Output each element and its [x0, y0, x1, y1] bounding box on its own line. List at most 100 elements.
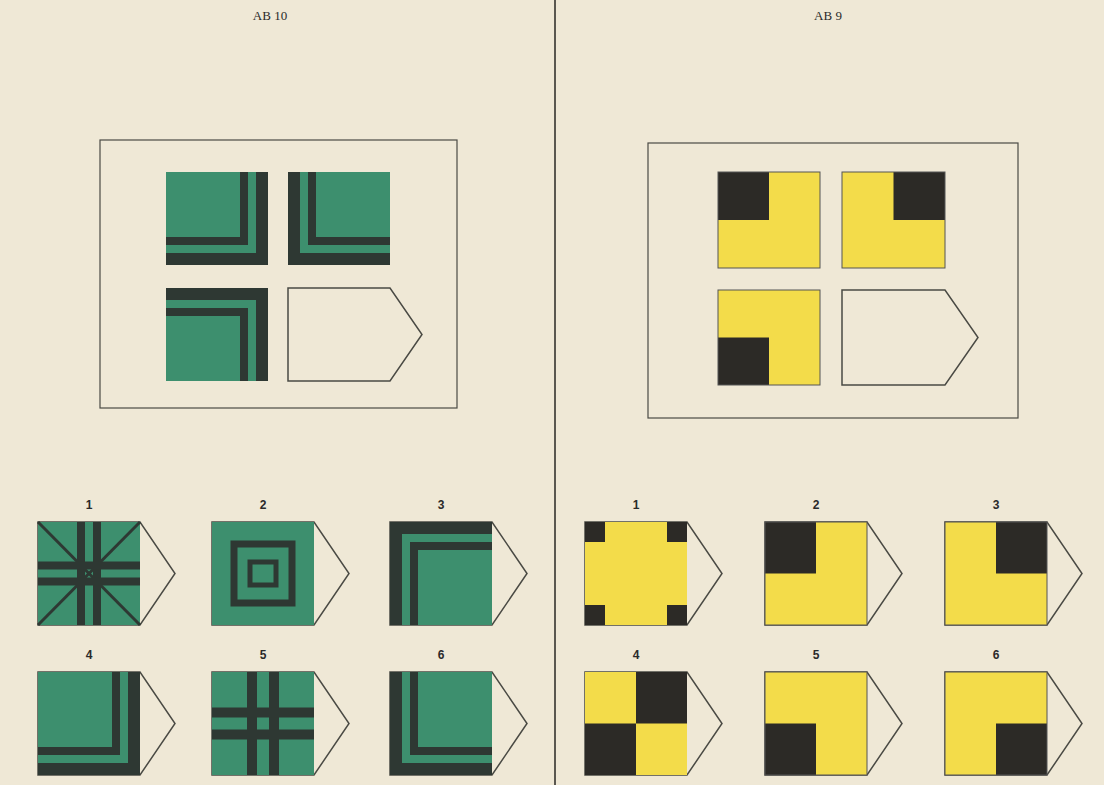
green-square: [166, 288, 268, 381]
option-number: 1: [38, 498, 140, 512]
answer-option: 6: [945, 672, 1082, 775]
answer-option: 2: [212, 522, 349, 625]
pattern-part: [38, 747, 120, 755]
corner-block: [894, 172, 946, 220]
answer-option: 4: [38, 672, 175, 775]
corner-bands: [288, 172, 390, 265]
yellow-square: [842, 172, 945, 268]
tile-border: [765, 522, 867, 625]
pattern-part: [240, 172, 248, 245]
option-number: 5: [212, 648, 314, 662]
answer-slot: [390, 672, 527, 775]
corner-block: [996, 724, 1047, 776]
pattern-part: [166, 237, 248, 245]
answer-option: 6: [390, 672, 527, 775]
pattern-part: [667, 522, 687, 542]
answer-option: 5: [212, 672, 349, 775]
pattern-part: [308, 172, 316, 245]
pattern-part: [38, 578, 140, 586]
diagonal: [38, 522, 140, 625]
answer-option: 3: [390, 522, 527, 625]
pattern-part: [256, 288, 268, 381]
pattern-tile: [945, 522, 1047, 625]
answer-option: 3: [945, 522, 1082, 625]
corner-block: [996, 522, 1047, 574]
ring: [250, 562, 276, 585]
answer-slot: [585, 672, 722, 775]
pattern-part: [996, 724, 1047, 776]
green-square: [390, 522, 492, 625]
answer-option: 2: [765, 522, 902, 625]
answer-slot: [765, 522, 902, 625]
pattern-part: [288, 253, 390, 265]
pattern-tile: [288, 172, 390, 265]
corner-block: [765, 724, 816, 776]
pattern-part: [585, 522, 605, 542]
corner-bands: [166, 288, 268, 381]
pattern-part: [112, 672, 120, 755]
tile-border: [718, 172, 820, 268]
pattern-part: [410, 672, 418, 755]
page-divider: [554, 0, 556, 785]
corner-block: [718, 338, 769, 386]
green-square: [390, 672, 492, 775]
pattern-part: [38, 562, 140, 570]
pattern-part: [256, 172, 268, 265]
pattern-tile: [718, 290, 820, 385]
pattern-part: [667, 605, 687, 625]
pattern-part: [212, 708, 314, 718]
pattern-part: [718, 338, 769, 386]
answer-option: 1: [585, 522, 722, 625]
pattern-tile: [842, 172, 945, 268]
pattern-tile: [945, 672, 1047, 775]
pattern-part: [636, 672, 687, 724]
corner-bands: [166, 172, 268, 265]
yellow-square: [585, 522, 687, 625]
pattern-part: [166, 253, 268, 265]
tile-border: [842, 172, 945, 268]
yellow-square: [585, 672, 687, 775]
pattern-part: [894, 172, 946, 220]
answer-slot: [765, 672, 902, 775]
pattern-tile: [166, 172, 268, 265]
pattern-tile: [718, 172, 820, 268]
option-number: 4: [585, 648, 687, 662]
yellow-square: [718, 290, 820, 385]
option-number: 6: [390, 648, 492, 662]
page-header: AB 10: [253, 8, 287, 24]
pattern-tile: [38, 522, 140, 625]
pattern-part: [212, 730, 314, 740]
answer-slot: [38, 522, 175, 625]
tile-border: [765, 672, 867, 775]
green-square: [38, 522, 140, 625]
green-square: [212, 672, 314, 775]
pattern-part: [390, 763, 492, 775]
pattern-part: [247, 672, 257, 775]
matrix-frame: [648, 143, 1018, 418]
corner-bands: [390, 672, 492, 775]
tile-border: [718, 290, 820, 385]
pattern-part: [718, 172, 769, 220]
answer-slot: [390, 522, 527, 625]
pattern-part: [765, 724, 816, 776]
pattern-part: [390, 522, 402, 625]
pattern-part: [288, 172, 300, 265]
ring: [234, 544, 292, 603]
pattern-part: [390, 672, 402, 775]
corner-block: [718, 172, 769, 220]
yellow-square: [765, 522, 867, 625]
answer-option: 1: [38, 522, 175, 625]
pattern-tile: [212, 522, 314, 625]
option-number: 2: [765, 498, 867, 512]
pattern-tile: [212, 672, 314, 775]
pattern-tile: [166, 288, 268, 381]
matrix-frame: [100, 140, 457, 408]
tile-border: [945, 522, 1047, 625]
pattern-part: [38, 763, 140, 775]
page-header: AB 9: [814, 8, 842, 24]
pattern-part: [996, 522, 1047, 574]
corner-bands: [38, 672, 140, 775]
green-square: [166, 172, 268, 265]
